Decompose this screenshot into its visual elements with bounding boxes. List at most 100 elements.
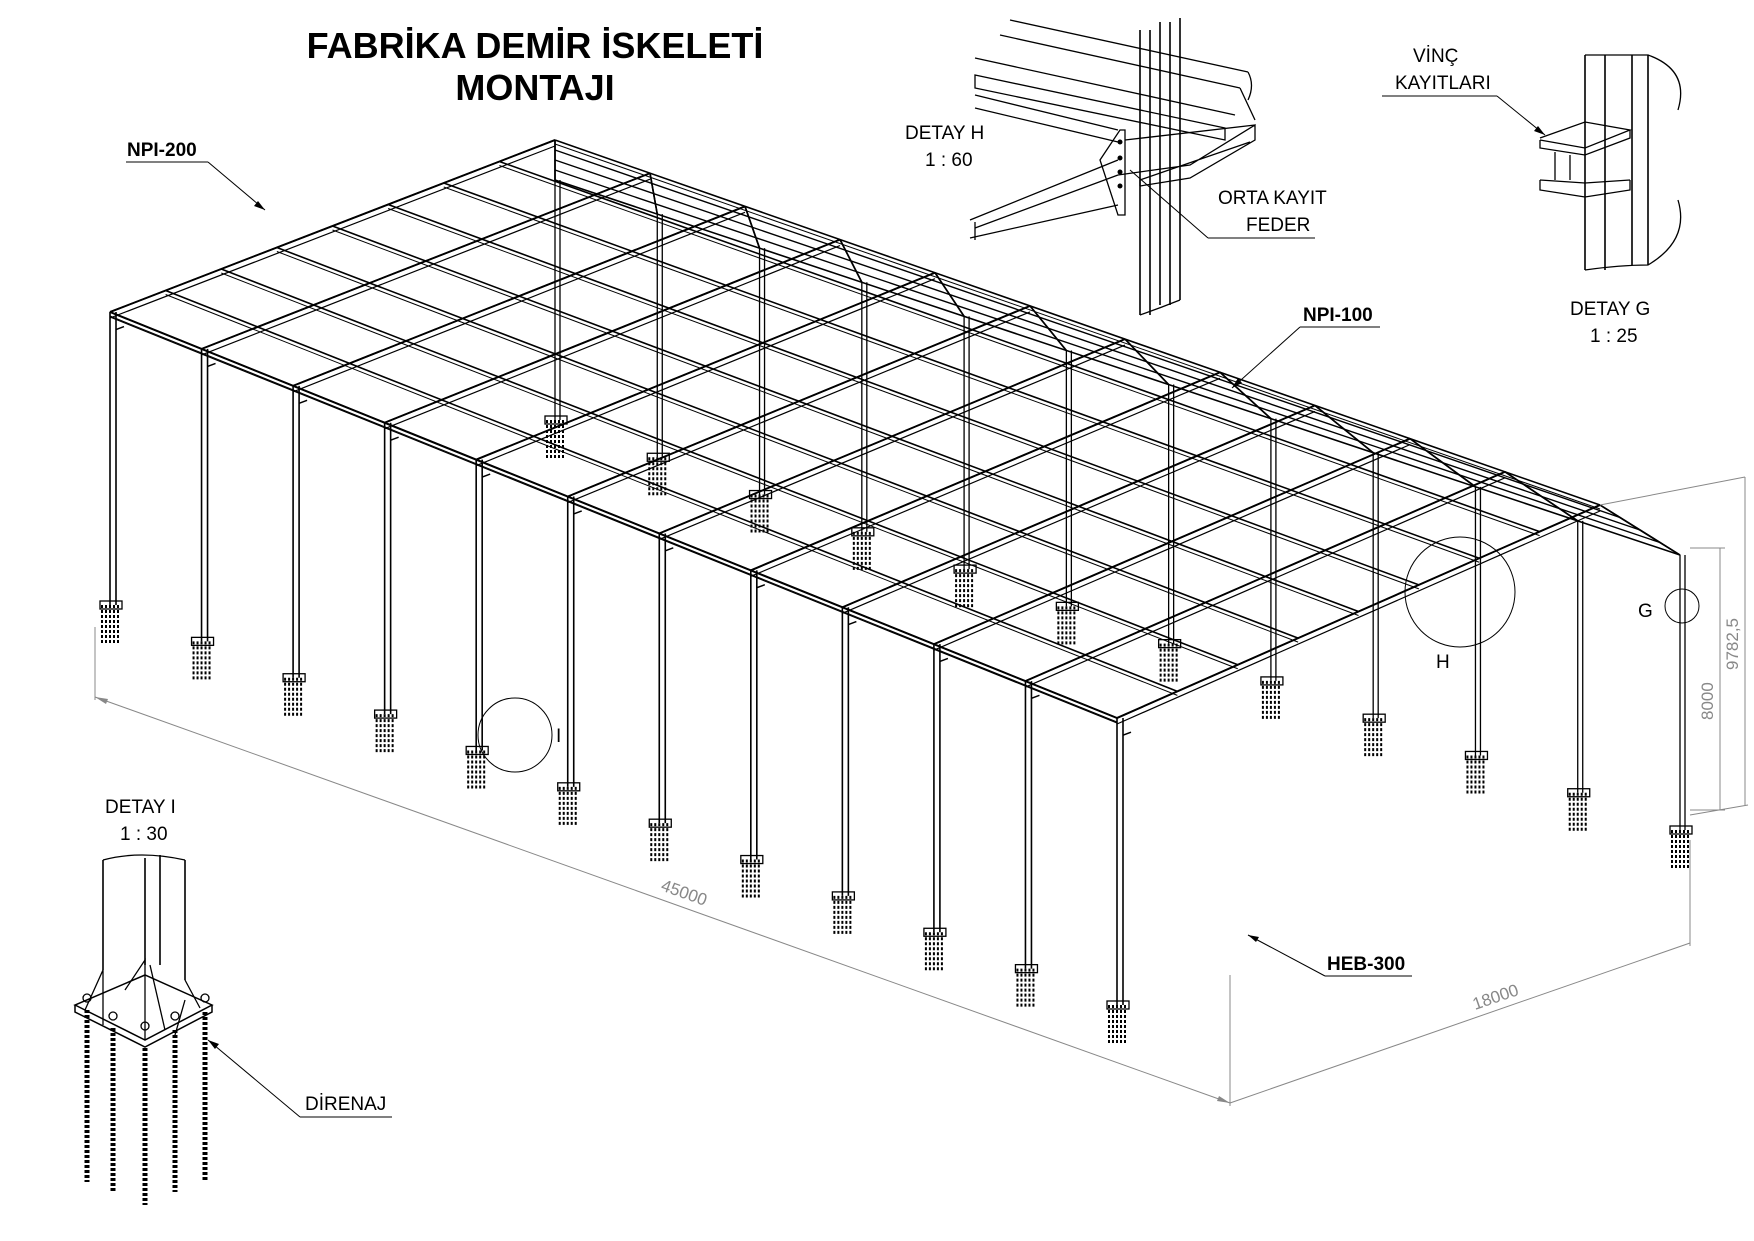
building-structure bbox=[99, 139, 1693, 1045]
crane-bracket bbox=[939, 657, 949, 663]
purlin bbox=[387, 203, 1420, 586]
purlin bbox=[109, 315, 1118, 723]
footing-rear bbox=[1157, 638, 1182, 684]
label-vinc: VİNÇ bbox=[1413, 46, 1458, 67]
label-heb300: HEB-300 bbox=[1327, 954, 1405, 975]
label-kayitlari: KAYITLARI bbox=[1395, 73, 1491, 94]
callout-npi100: NPI-100 bbox=[1231, 305, 1380, 389]
detail-h-view: DETAY H 1 : 60 ORTA KAYIT FEDER bbox=[905, 18, 1327, 316]
detail-g-view: VİNÇ KAYITLARI DETAY G 1 : 25 bbox=[1382, 46, 1682, 347]
dimension-lines: 45000 18000 8000 9782,5 bbox=[94, 476, 1749, 1106]
detail-i-marker: I bbox=[556, 726, 561, 747]
footing-front bbox=[923, 927, 947, 973]
eave-beam-front bbox=[109, 311, 1118, 719]
crane-bracket bbox=[756, 584, 766, 589]
detail-h-scale: 1 : 60 bbox=[925, 150, 973, 171]
detail-g-title: DETAY G bbox=[1570, 299, 1650, 320]
detail-h-marker: H bbox=[1436, 652, 1450, 673]
purlin-rear bbox=[554, 149, 1621, 519]
purlin bbox=[332, 225, 1359, 613]
purlin bbox=[221, 272, 1238, 670]
callout-heb300: HEB-300 bbox=[1247, 934, 1412, 977]
footing-rear bbox=[544, 415, 568, 460]
crane-bracket bbox=[207, 362, 216, 368]
title-line-2: MONTAJI bbox=[455, 67, 614, 108]
label-npi100: NPI-100 bbox=[1303, 305, 1373, 326]
purlin bbox=[443, 182, 1480, 560]
detail-i-anchor-bolts bbox=[84, 1010, 208, 1205]
footing-front bbox=[1106, 1000, 1130, 1045]
rafter-front bbox=[933, 444, 1411, 651]
callout-npi200: NPI-200 bbox=[126, 140, 266, 211]
purlin bbox=[332, 229, 1359, 616]
rafter-front bbox=[201, 178, 651, 356]
rafter-front bbox=[292, 211, 746, 393]
footing-front bbox=[740, 854, 764, 900]
purlin bbox=[165, 289, 1178, 693]
crane-bracket bbox=[115, 325, 125, 331]
footing-rear bbox=[646, 452, 670, 498]
dimension-column-height: 8000 bbox=[1698, 682, 1717, 720]
rafter-front bbox=[842, 410, 1316, 614]
crane-bracket bbox=[848, 620, 857, 626]
eave-beam-rear bbox=[554, 179, 1681, 556]
footing-rear bbox=[1464, 750, 1489, 796]
detail-i-scale: 1 : 30 bbox=[120, 824, 168, 845]
purlin bbox=[554, 143, 1601, 510]
crane-bracket bbox=[665, 547, 674, 552]
detail-h-circle bbox=[1404, 536, 1516, 648]
purlin bbox=[443, 186, 1480, 563]
purlin bbox=[276, 251, 1299, 643]
rafter-front bbox=[1025, 477, 1506, 688]
detail-g-scale: 1 : 25 bbox=[1590, 326, 1638, 347]
detail-g-circle bbox=[1664, 588, 1700, 624]
footing-front bbox=[1014, 963, 1039, 1009]
detail-i-view: DETAY I 1 : 30 DİRENAJ bbox=[73, 797, 392, 1205]
purlin-rear bbox=[554, 169, 1661, 544]
footing-front bbox=[99, 600, 123, 645]
dimension-width: 18000 bbox=[1470, 980, 1521, 1013]
purlin-rear bbox=[554, 159, 1641, 531]
rafter-front bbox=[659, 344, 1126, 541]
footing-rear bbox=[1669, 825, 1693, 870]
purlin bbox=[387, 208, 1420, 590]
label-npi200: NPI-200 bbox=[127, 140, 197, 161]
footing-rear bbox=[851, 527, 875, 572]
label-orta-kayit: ORTA KAYIT bbox=[1218, 188, 1327, 209]
detail-i-title: DETAY I bbox=[105, 797, 176, 818]
crane-bracket bbox=[390, 436, 399, 441]
detail-h-title: DETAY H bbox=[905, 123, 984, 144]
rafter-front bbox=[384, 244, 841, 430]
footing-rear bbox=[953, 564, 977, 610]
crane-bracket bbox=[481, 473, 491, 478]
eave-beam-front bbox=[109, 316, 1118, 724]
crane-bracket bbox=[1031, 694, 1040, 700]
dimension-ridge-height: 9782,5 bbox=[1723, 618, 1742, 670]
purlin bbox=[276, 246, 1299, 639]
purlin bbox=[499, 165, 1540, 537]
detail-g-marker: G bbox=[1638, 601, 1653, 622]
footing-rear bbox=[1260, 676, 1284, 721]
purlin bbox=[165, 294, 1178, 696]
footing-rear bbox=[1055, 601, 1080, 647]
rafter-front bbox=[567, 311, 1031, 504]
purlin bbox=[554, 139, 1601, 506]
footing-front bbox=[557, 782, 581, 827]
rafter-front bbox=[109, 145, 556, 319]
purlin bbox=[499, 160, 1540, 533]
crane-bracket bbox=[573, 510, 582, 515]
label-feder: FEDER bbox=[1246, 215, 1310, 236]
purlin bbox=[220, 268, 1239, 666]
footing-front bbox=[648, 818, 672, 864]
footing-rear bbox=[1567, 788, 1591, 833]
rafter-front bbox=[475, 278, 936, 467]
footing-front bbox=[373, 709, 398, 755]
dimension-length: 45000 bbox=[659, 876, 710, 910]
rafter-front bbox=[750, 377, 1221, 577]
label-direnaj: DİRENAJ bbox=[305, 1094, 386, 1115]
footing-front bbox=[190, 636, 215, 682]
footing-front bbox=[831, 891, 856, 936]
detail-i-circle bbox=[477, 697, 553, 773]
crane-bracket bbox=[1122, 731, 1132, 736]
